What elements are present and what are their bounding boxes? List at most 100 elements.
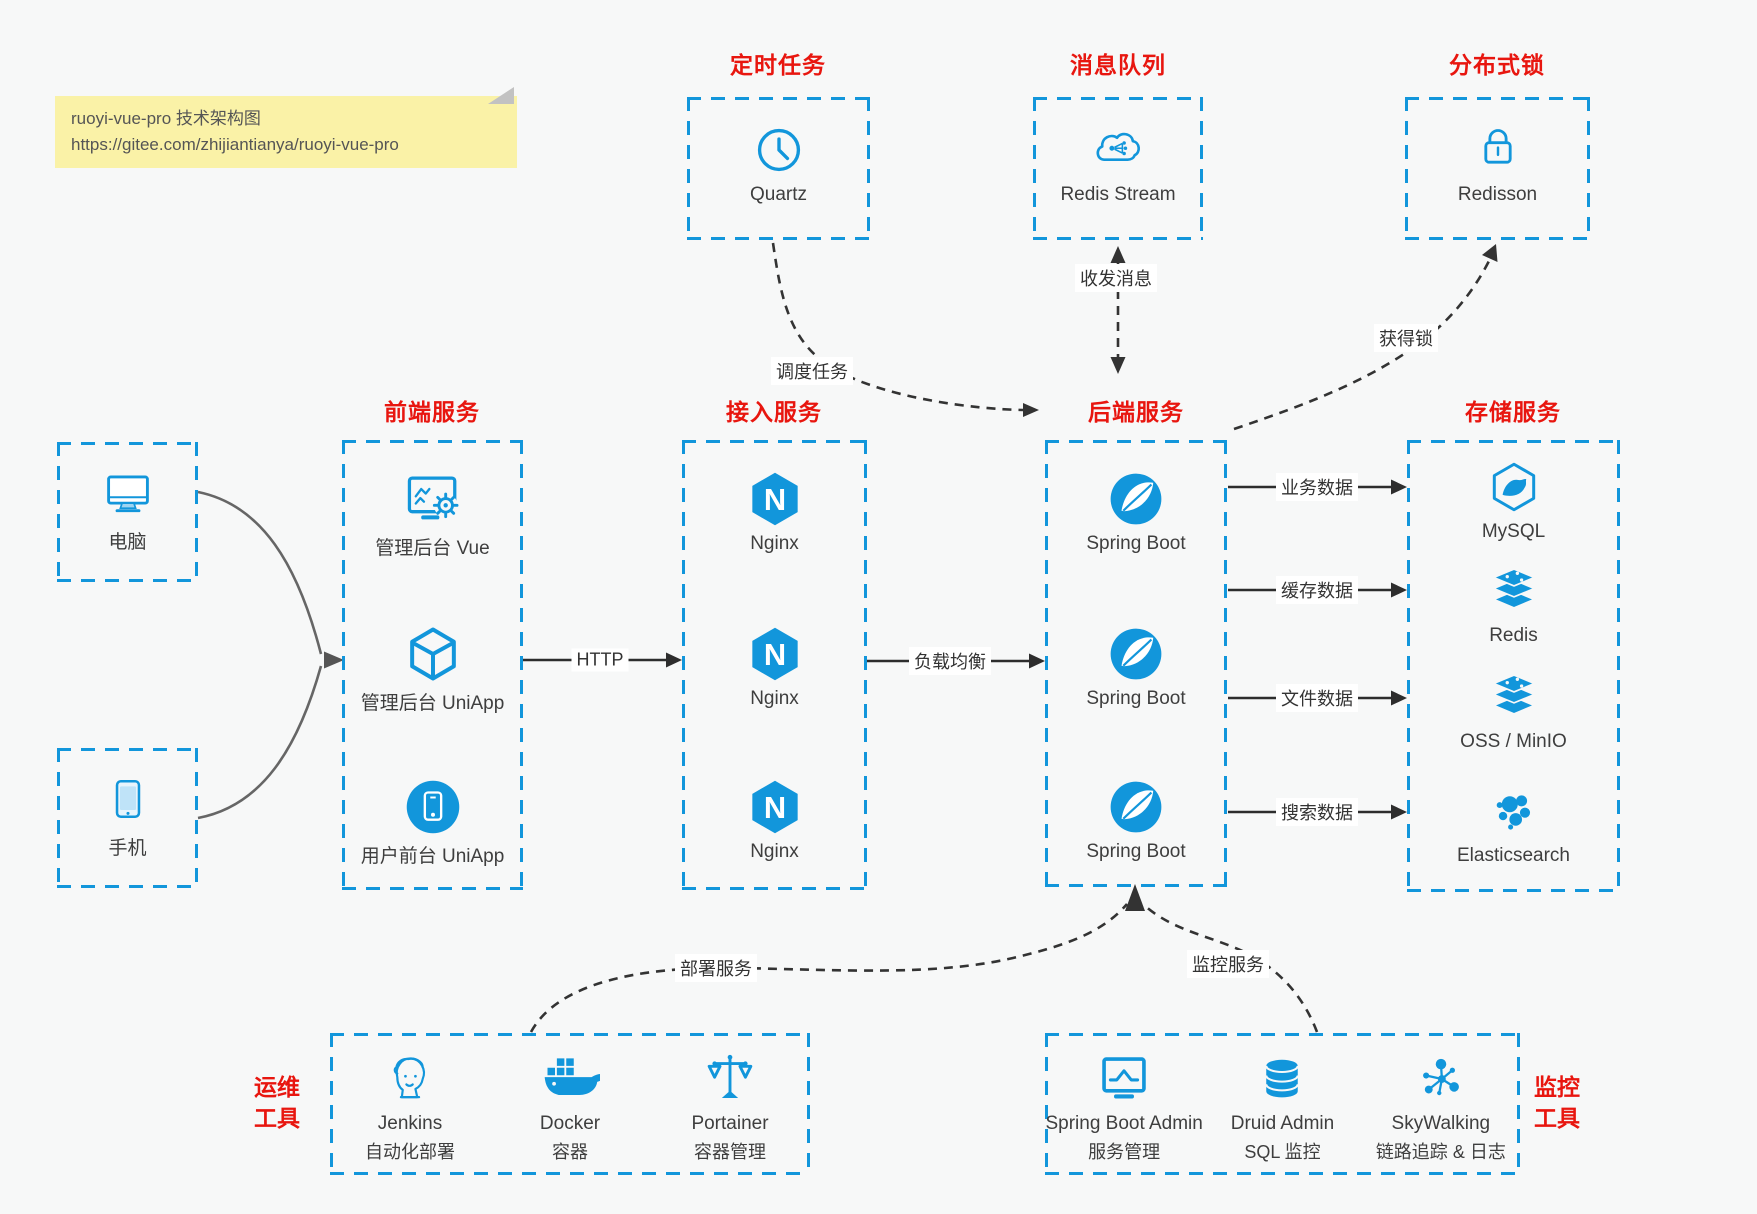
clock-icon [752, 121, 806, 179]
deploy-curve [529, 903, 1128, 1033]
edge-label-business-data: 业务数据 [1276, 473, 1358, 501]
redis-stream-label: Redis Stream [1060, 184, 1176, 205]
spring-boot-label: Spring Boot [1086, 841, 1186, 862]
jenkins-item: Jenkins 自动化部署 [330, 1033, 490, 1175]
quartz-label: Quartz [749, 184, 808, 205]
docker-label: Docker [539, 1113, 601, 1134]
elasticsearch-icon [1487, 782, 1541, 840]
nginx-icon: N [746, 625, 804, 683]
redisson-box: Redisson [1405, 97, 1590, 240]
docker-icon [540, 1048, 600, 1110]
phone-label: 手机 [108, 838, 147, 859]
frontend-box: 管理后台 Vue 管理后台 UniApp 用户前台 UniApp [342, 440, 523, 890]
portainer-label: Portainer [691, 1113, 769, 1134]
nginx-label: Nginx [750, 688, 799, 709]
nginx-label: Nginx [750, 533, 799, 554]
title-storage-services: 存储服务 [1465, 399, 1561, 425]
mysql-icon [1486, 458, 1542, 516]
skywalking-sub: 链路追踪 & 日志 [1375, 1142, 1506, 1162]
nginx-icon: N [746, 470, 804, 528]
acquire-lock-curve [1233, 258, 1492, 431]
computer-label: 电脑 [108, 532, 147, 553]
backend-box: Spring Boot Spring Boot Spring Boot [1045, 440, 1227, 887]
spring-boot-label: Spring Boot [1086, 533, 1186, 554]
svg-text:N: N [763, 790, 785, 825]
admin-vue-icon [404, 470, 462, 528]
title-distributed-lock: 分布式锁 [1449, 52, 1545, 78]
edge-label-messages: 收发消息 [1075, 264, 1157, 292]
title-monitor-tools: 监控 工具 [1534, 1074, 1580, 1131]
portainer-icon [701, 1048, 759, 1110]
jenkins-label: Jenkins [377, 1113, 443, 1134]
gateway-box: N Nginx N Nginx N Nginx [682, 440, 867, 890]
redisson-label: Redisson [1457, 184, 1538, 205]
spring-boot-admin-label: Spring Boot Admin [1045, 1113, 1203, 1134]
note-url: https://gitee.com/zhijiantianya/ruoyi-vu… [71, 135, 399, 154]
skywalking-item: SkyWalking 链路追踪 & 日志 [1362, 1033, 1520, 1175]
skywalking-label: SkyWalking [1391, 1113, 1491, 1134]
spring-boot-admin-sub: 服务管理 [1088, 1142, 1161, 1162]
portainer-sub: 容器管理 [694, 1142, 766, 1162]
docker-item: Docker 容器 [490, 1033, 650, 1175]
storage-box: MySQL Redis [1407, 440, 1620, 892]
mysql-label: MySQL [1481, 521, 1546, 542]
user-uniapp-label: 用户前台 UniApp [360, 846, 505, 867]
sticky-note: ruoyi-vue-pro 技术架构图 https://gitee.com/zh… [55, 87, 517, 168]
redis-icon [1487, 562, 1541, 620]
title-message-queue: 消息队列 [1070, 52, 1166, 78]
spring-boot-icon [1107, 778, 1165, 836]
jenkins-icon [381, 1048, 439, 1110]
oss-minio-icon [1487, 668, 1541, 726]
druid-admin-sub: SQL 监控 [1244, 1142, 1321, 1162]
spring-boot-icon [1107, 625, 1165, 683]
edge-label-monitor: 监控服务 [1187, 950, 1269, 978]
skywalking-icon [1413, 1048, 1469, 1110]
spring-boot-admin-icon [1095, 1048, 1153, 1110]
edge-label-search-data: 搜索数据 [1276, 798, 1358, 826]
title-frontend-services: 前端服务 [384, 399, 480, 425]
quartz-box: Quartz [687, 97, 870, 240]
lock-icon [1472, 121, 1524, 179]
edge-label-http: HTTP [571, 648, 629, 672]
redis-stream-box: Redis Stream [1033, 97, 1203, 240]
spring-boot-label: Spring Boot [1086, 688, 1186, 709]
portainer-item: Portainer 容器管理 [650, 1033, 810, 1175]
title-backend-services: 后端服务 [1088, 399, 1184, 425]
nginx-label: Nginx [750, 841, 799, 862]
druid-database-icon [1254, 1048, 1310, 1110]
user-uniapp-icon [404, 778, 462, 836]
edge-label-cache-data: 缓存数据 [1276, 576, 1358, 604]
data-arrows [1228, 485, 1393, 814]
monitor-tools-box: Spring Boot Admin 服务管理 Druid Admin SQL 监… [1045, 1033, 1520, 1175]
svg-text:N: N [763, 637, 785, 672]
edge-label-deploy: 部署服务 [675, 954, 757, 982]
title-scheduled-tasks: 定时任务 [730, 52, 826, 78]
note-title: ruoyi-vue-pro 技术架构图 [71, 109, 261, 128]
phone-box: 手机 [57, 748, 198, 888]
title-gateway-services: 接入服务 [726, 399, 822, 425]
ops-tools-box: Jenkins 自动化部署 Docker 容器 [330, 1033, 810, 1175]
edge-label-file-data: 文件数据 [1276, 684, 1358, 712]
edge-label-acquire-lock: 获得锁 [1374, 324, 1438, 352]
redis-label: Redis [1489, 625, 1538, 646]
admin-uniapp-icon [404, 625, 462, 683]
desktop-icon [101, 464, 155, 522]
client-arrowhead [324, 651, 344, 669]
title-ops-tools: 运维 工具 [254, 1074, 300, 1131]
computer-box: 电脑 [57, 442, 198, 582]
admin-vue-label: 管理后台 Vue [375, 538, 490, 559]
client-to-frontend-arrow [197, 490, 323, 820]
edge-label-load-balance: 负载均衡 [909, 647, 991, 675]
monitor-curve [1142, 903, 1319, 1033]
svg-text:N: N [763, 482, 785, 517]
edge-label-schedule: 调度任务 [771, 357, 853, 385]
cloud-stream-icon [1090, 121, 1146, 179]
druid-admin-label: Druid Admin [1230, 1113, 1335, 1134]
druid-admin-item: Druid Admin SQL 监控 [1203, 1033, 1361, 1175]
nginx-icon: N [746, 778, 804, 836]
spring-boot-admin-item: Spring Boot Admin 服务管理 [1045, 1033, 1203, 1175]
admin-uniapp-label: 管理后台 UniApp [360, 693, 505, 714]
oss-minio-label: OSS / MinIO [1460, 731, 1567, 752]
docker-sub: 容器 [552, 1142, 588, 1162]
